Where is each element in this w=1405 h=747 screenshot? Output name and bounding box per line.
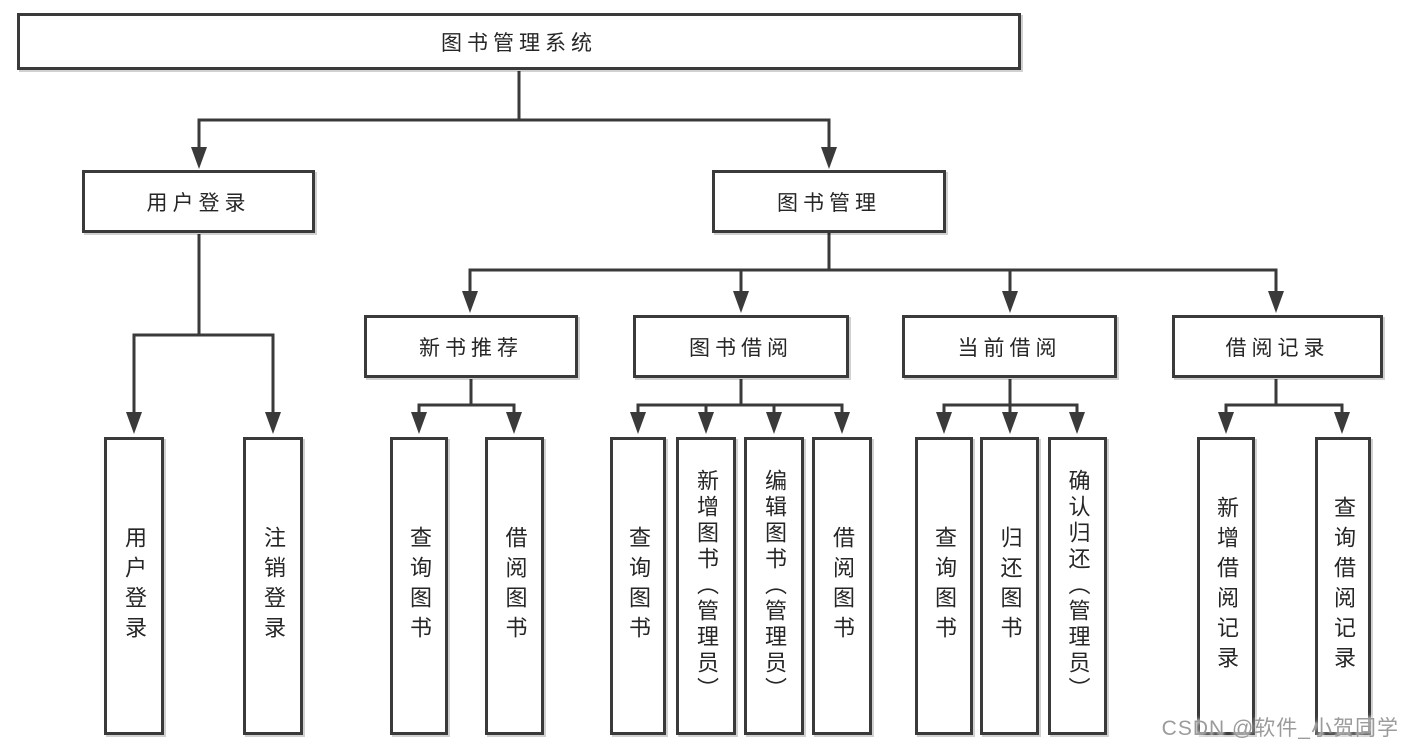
leaf-label: 查询借阅记录 — [1331, 496, 1356, 676]
leaf-label: 用户登录 — [122, 526, 147, 646]
leaf-label: 新增借阅记录 — [1214, 496, 1239, 676]
node-leaf-query-borrow-record: 查询借阅记录 — [1315, 437, 1371, 735]
connector-user-login-group — [126, 234, 281, 434]
connector-root-to-level2 — [191, 71, 837, 169]
leaf-label: 归还图书 — [997, 526, 1023, 646]
leaf-label: 借阅图书 — [830, 526, 855, 646]
node-borrow-records: 借阅记录 — [1172, 315, 1383, 378]
node-leaf-borrow-books-rec: 借阅图书 — [485, 437, 544, 735]
node-leaf-logout: 注销登录 — [243, 437, 303, 735]
node-leaf-confirm-return-admin: 确认归还（管理员） — [1048, 437, 1107, 735]
connector-borrow-records-group — [1218, 379, 1350, 434]
node-leaf-query-books-current: 查询图书 — [915, 437, 973, 735]
node-leaf-user-login: 用户登录 — [104, 437, 164, 735]
leaf-label: 借阅图书 — [502, 526, 528, 646]
leaf-label: 新增图书（管理员） — [694, 469, 719, 703]
node-leaf-borrow-books: 借阅图书 — [812, 437, 872, 735]
connector-new-book-rec-group — [411, 379, 522, 434]
node-leaf-query-books-rec: 查询图书 — [390, 437, 448, 735]
csdn-watermark: CSDN @软件_小贺同学 — [1161, 717, 1399, 740]
node-leaf-edit-books-admin: 编辑图书（管理员） — [744, 437, 804, 735]
connector-book-borrow-group — [630, 379, 850, 434]
node-root-system: 图书管理系统 — [17, 13, 1021, 70]
node-leaf-query-books-borrow: 查询图书 — [610, 437, 666, 735]
leaf-label: 查询图书 — [407, 526, 432, 646]
leaf-label: 注销登录 — [261, 526, 286, 646]
node-leaf-add-borrow-record: 新增借阅记录 — [1197, 437, 1255, 735]
node-new-book-recommend: 新书推荐 — [364, 315, 578, 378]
node-book-borrowing: 图书借阅 — [633, 315, 849, 378]
leaf-label: 查询图书 — [626, 526, 651, 646]
node-current-borrowing: 当前借阅 — [902, 315, 1117, 378]
node-leaf-add-books-admin: 新增图书（管理员） — [676, 437, 736, 735]
node-leaf-return-books: 归还图书 — [980, 437, 1039, 735]
node-user-login: 用户登录 — [82, 170, 315, 233]
connector-book-mgmt-group — [462, 233, 1284, 313]
connector-current-borrow-group — [936, 379, 1085, 434]
node-book-management: 图书管理 — [712, 170, 946, 233]
leaf-label: 确认归还（管理员） — [1065, 469, 1091, 703]
leaf-label: 编辑图书（管理员） — [762, 469, 787, 703]
leaf-label: 查询图书 — [932, 526, 957, 646]
